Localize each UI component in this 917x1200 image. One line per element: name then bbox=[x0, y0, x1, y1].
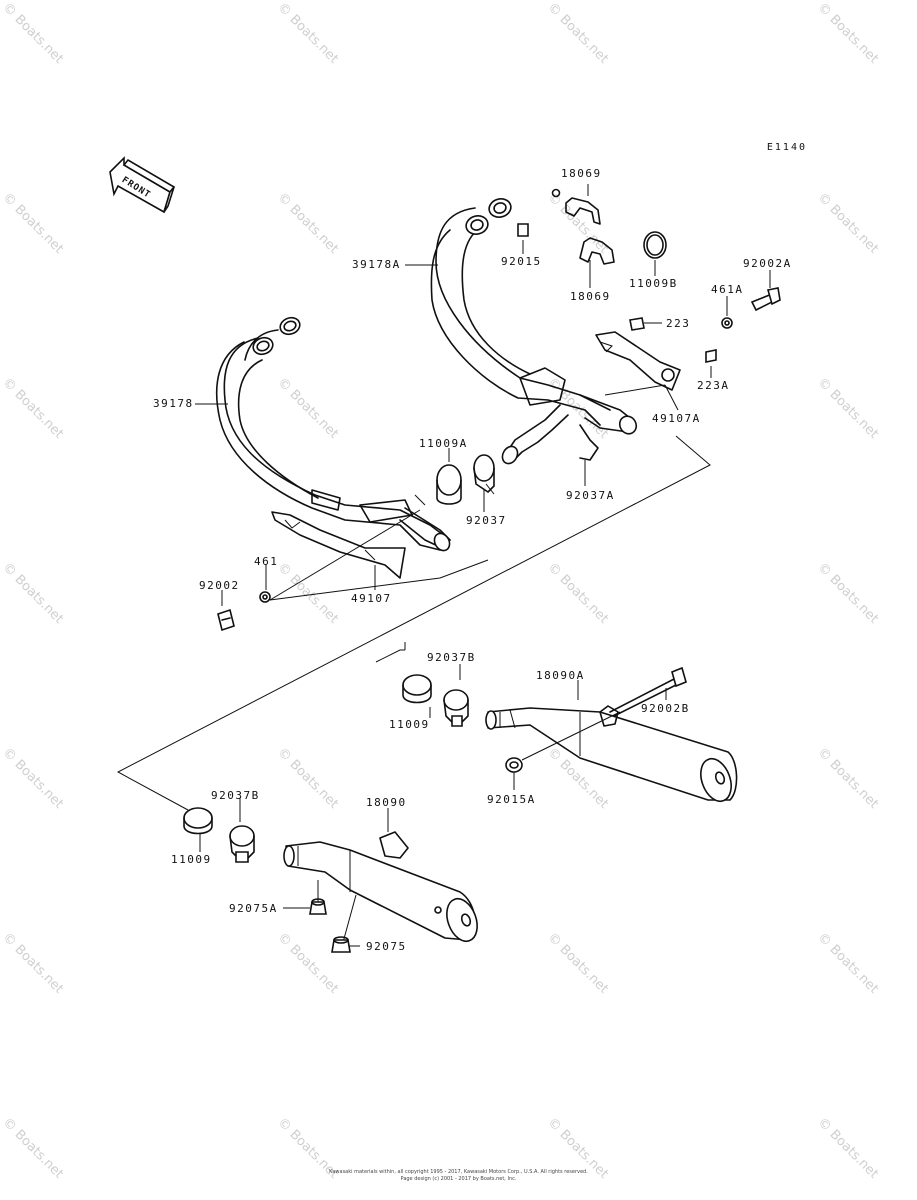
part-label-11009B[interactable]: 11009B bbox=[629, 277, 678, 290]
part-label-92037B[interactable]: 92037B bbox=[427, 651, 476, 664]
part-label-92002A[interactable]: 92002A bbox=[743, 257, 792, 270]
gasket-11009A bbox=[436, 454, 495, 505]
part-label-92037A[interactable]: 92037A bbox=[566, 489, 615, 502]
copyright-line-2: Page design (c) 2001 - 2017 by Boats.net… bbox=[400, 1176, 517, 1182]
part-label-18069[interactable]: 18069 bbox=[561, 167, 602, 180]
part-label-11009[interactable]: 11009 bbox=[389, 718, 430, 731]
part-label-18069[interactable]: 18069 bbox=[570, 290, 611, 303]
part-label-461A[interactable]: 461A bbox=[711, 283, 744, 296]
part-label-92002[interactable]: 92002 bbox=[199, 579, 240, 592]
front-arrow-icon bbox=[109, 156, 176, 214]
part-label-223A[interactable]: 223A bbox=[697, 379, 730, 392]
small-parts-upper bbox=[517, 223, 781, 363]
part-label-92002B[interactable]: 92002B bbox=[641, 702, 690, 715]
part-label-18090[interactable]: 18090 bbox=[366, 796, 407, 809]
part-label-39178A[interactable]: 39178A bbox=[352, 258, 401, 271]
grommet-92015A bbox=[505, 757, 523, 773]
clamp-92037B-right bbox=[402, 674, 469, 727]
clamp-92037B-left bbox=[183, 807, 255, 863]
part-label-49107[interactable]: 49107 bbox=[351, 592, 392, 605]
damper-92075 bbox=[331, 936, 351, 953]
part-label-461[interactable]: 461 bbox=[254, 555, 279, 568]
diagram-code: E1140 bbox=[766, 142, 807, 153]
leader-lines bbox=[116, 184, 771, 947]
header-pipe-39178 bbox=[215, 316, 451, 552]
part-label-92015A[interactable]: 92015A bbox=[487, 793, 536, 806]
bolt-92002 bbox=[217, 591, 271, 632]
part-label-92037[interactable]: 92037 bbox=[466, 514, 507, 527]
part-label-92015[interactable]: 92015 bbox=[501, 255, 542, 268]
part-label-92037B[interactable]: 92037B bbox=[211, 789, 260, 802]
clamp-18069 bbox=[551, 188, 615, 265]
part-label-92075A[interactable]: 92075A bbox=[229, 902, 278, 915]
part-label-11009A[interactable]: 11009A bbox=[419, 437, 468, 450]
header-pipe-39178A bbox=[430, 198, 638, 465]
part-label-18090A[interactable]: 18090A bbox=[536, 669, 585, 682]
part-label-92075[interactable]: 92075 bbox=[366, 940, 407, 953]
part-label-223[interactable]: 223 bbox=[666, 317, 691, 330]
muffler-18090A bbox=[485, 666, 738, 803]
part-label-39178[interactable]: 39178 bbox=[153, 397, 194, 410]
heat-guard-49107A bbox=[595, 331, 681, 391]
part-label-49107A[interactable]: 49107A bbox=[652, 412, 701, 425]
copyright-line: Kawasaki materials within, all copyright… bbox=[329, 1169, 588, 1175]
damper-92075A bbox=[309, 898, 327, 915]
part-label-11009[interactable]: 11009 bbox=[171, 853, 212, 866]
heat-guard-49107 bbox=[271, 511, 406, 579]
muffler-18090 bbox=[283, 831, 478, 943]
